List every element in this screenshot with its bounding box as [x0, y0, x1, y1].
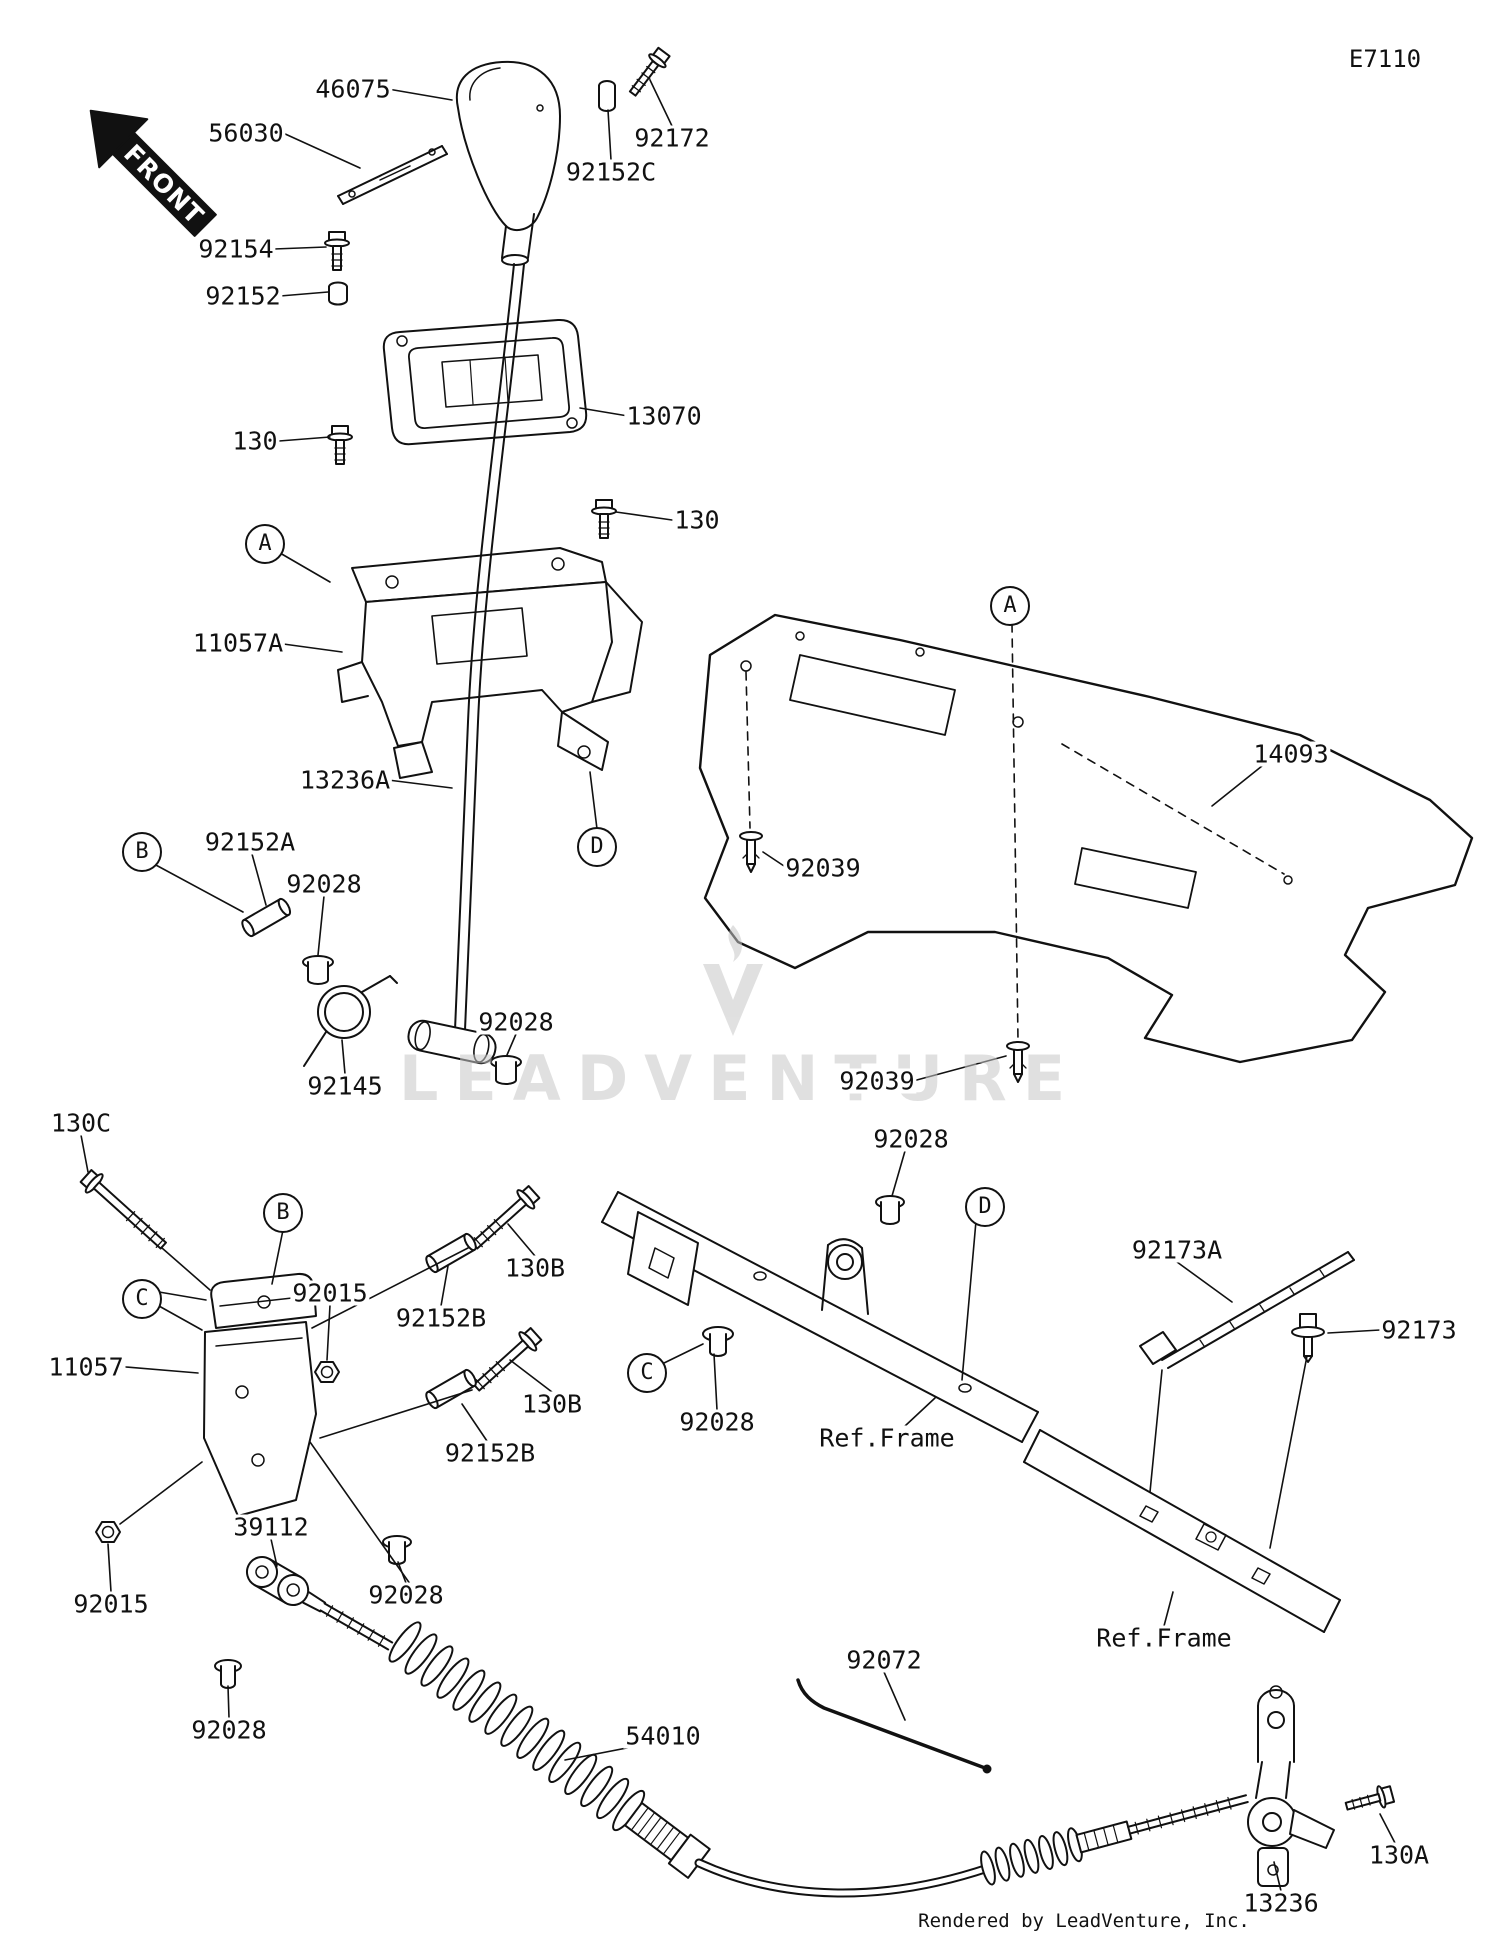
part-label-92015-25: 92015	[71, 1589, 151, 1619]
part-label-130-8: 130	[672, 505, 722, 535]
callout-A-0: A	[245, 524, 285, 564]
bolt-130a	[1344, 1785, 1396, 1811]
bushing-92028-a	[302, 955, 334, 985]
spacer-92152a	[241, 897, 292, 938]
part-label-130b-22: 130B	[519, 1389, 585, 1419]
callout-D-1: D	[577, 827, 617, 867]
part-label-46075-0: 46075	[313, 74, 393, 104]
bracket-11057	[203, 1272, 317, 1517]
part-label-92039-17: 92039	[837, 1066, 917, 1096]
clevis-39112	[246, 1556, 394, 1651]
screw-92172	[628, 46, 671, 97]
callout-B-4: B	[263, 1193, 303, 1233]
part-label-130a-38: 130A	[1366, 1840, 1432, 1870]
part-label-refframe-35: Ref.Frame	[1094, 1623, 1234, 1653]
collar-92152c	[598, 80, 616, 112]
bolt-130b-top	[470, 1185, 541, 1250]
nut-92015-top	[314, 1361, 340, 1383]
part-label-11057-24: 11057	[46, 1352, 126, 1382]
rivet-92039-top	[739, 831, 763, 873]
bolt-130-left	[327, 425, 353, 465]
frame-rail-right	[1023, 1429, 1341, 1633]
part-label-92173-34: 92173	[1379, 1315, 1459, 1345]
part-label-13236-37: 13236	[1241, 1888, 1321, 1918]
part-label-92039-16: 92039	[783, 853, 863, 883]
part-label-130b-21: 130B	[502, 1253, 568, 1283]
part-label-92028-12: 92028	[284, 869, 364, 899]
part-label-13236a-10: 13236A	[297, 765, 393, 795]
part-label-14093-15: 14093	[1251, 739, 1331, 769]
diagram-code: E7110	[1348, 45, 1422, 73]
part-label-92172-2: 92172	[632, 123, 712, 153]
rail-pivot-bracket	[821, 1238, 869, 1315]
part-label-130c-18: 130C	[48, 1108, 114, 1138]
callout-C-7: C	[627, 1353, 667, 1393]
part-label-92028-14: 92028	[476, 1007, 556, 1037]
part-label-92028-28: 92028	[189, 1715, 269, 1745]
part-label-92072-36: 92072	[844, 1645, 924, 1675]
watermark-logo	[703, 925, 763, 1036]
render-credit: Rendered by LeadVenture, Inc.	[918, 1910, 1250, 1932]
bushing-92028-e	[875, 1195, 905, 1225]
bolt-130b-bottom	[472, 1327, 543, 1392]
part-label-92015-19: 92015	[290, 1278, 370, 1308]
clip-92173	[1291, 1313, 1325, 1363]
plate-strip-56030	[337, 145, 448, 205]
nut-92015-bottom	[95, 1521, 121, 1543]
dashed-lines	[745, 623, 1285, 1041]
callout-C-5: C	[122, 1279, 162, 1319]
bolt-92154	[324, 231, 350, 271]
part-label-92145-13: 92145	[305, 1071, 385, 1101]
part-label-92152c-3: 92152C	[563, 157, 659, 187]
part-label-11057a-9: 11057A	[190, 628, 286, 658]
bushing-92028-b	[490, 1055, 522, 1085]
shift-gate-13070	[382, 318, 588, 446]
watermark-text: LEADVENTURE	[399, 1042, 1081, 1115]
part-label-54010-29: 54010	[623, 1721, 703, 1751]
frame-rail-left	[601, 1191, 1039, 1443]
callout-D-6: D	[965, 1187, 1005, 1227]
part-label-refframe-32: Ref.Frame	[817, 1423, 957, 1453]
part-label-39112-26: 39112	[231, 1512, 311, 1542]
part-label-92173a-33: 92173A	[1129, 1235, 1225, 1265]
part-label-92152-5: 92152	[203, 281, 283, 311]
spring-92145	[303, 975, 398, 1067]
bolt-130c	[79, 1169, 167, 1250]
spacer-92152b-bottom	[425, 1368, 477, 1410]
lever-13236	[1247, 1685, 1335, 1887]
bolt-130-right	[591, 499, 617, 539]
part-label-13070-6: 13070	[624, 401, 704, 431]
part-label-92028-27: 92028	[366, 1580, 446, 1610]
collar-92152	[328, 281, 348, 306]
part-label-92152b-20: 92152B	[393, 1303, 489, 1333]
shift-knob-46075	[455, 60, 561, 266]
part-label-130-7: 130	[230, 426, 280, 456]
rivet-92039-bottom	[1006, 1041, 1030, 1083]
part-label-56030-1: 56030	[206, 118, 286, 148]
shift-lever-13236a	[407, 263, 525, 1065]
part-label-92152a-11: 92152A	[202, 827, 298, 857]
part-label-92028-30: 92028	[871, 1124, 951, 1154]
callout-A-3: A	[990, 586, 1030, 626]
leader-lines	[80, 79, 1396, 1892]
part-label-92152b-23: 92152B	[442, 1438, 538, 1468]
part-label-92154-4: 92154	[196, 234, 276, 264]
cable-54010	[388, 1621, 1249, 1898]
rod-92072	[796, 1678, 992, 1774]
cable-tie-92173a	[1139, 1251, 1355, 1369]
washer-92028-f	[702, 1326, 734, 1357]
callout-B-2: B	[122, 832, 162, 872]
part-label-92028-31: 92028	[677, 1407, 757, 1437]
